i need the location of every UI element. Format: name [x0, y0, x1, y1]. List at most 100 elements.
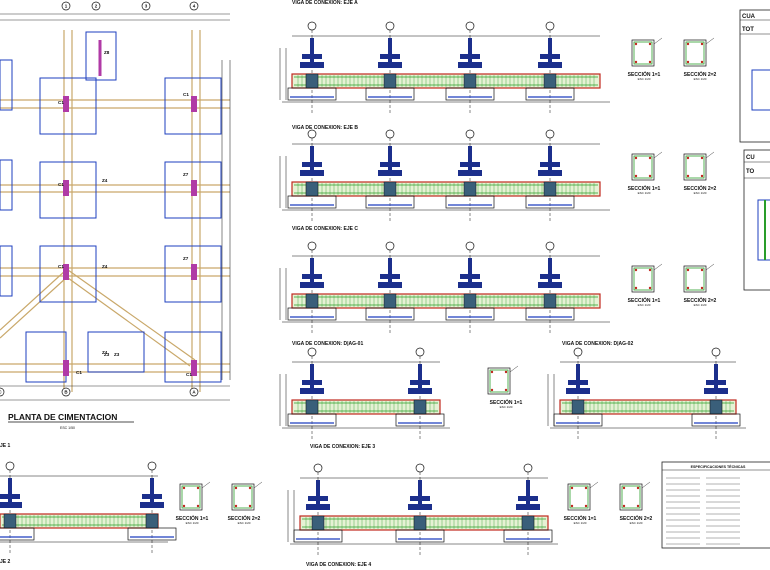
axis-bubble [573, 347, 583, 357]
column-rebar [548, 38, 552, 68]
column-rebar [714, 364, 718, 394]
column-base [704, 388, 728, 394]
column-rebar [468, 258, 472, 288]
column-base [566, 388, 590, 394]
column-rebar [418, 364, 422, 394]
axis-bubble-label: 3 [145, 4, 148, 9]
footing-label: C1 [186, 372, 192, 377]
footing-outline [25, 331, 67, 383]
beam-sections [179, 37, 715, 511]
column-base [516, 504, 540, 510]
section-scale: ESC 1/20 [638, 303, 651, 307]
beam-elevation [547, 347, 746, 440]
footing-label: Z3 [114, 352, 120, 357]
footing-elevation [691, 413, 741, 427]
beam-section [683, 263, 715, 293]
column-rebar [388, 258, 392, 288]
footing-label: Z4 [102, 264, 108, 269]
footing-label: Z7 [183, 256, 189, 261]
footing-elevation [365, 307, 415, 321]
axis-bubble [189, 1, 199, 11]
table2-sub: TO [746, 169, 755, 175]
footing-elevation [287, 195, 337, 209]
axis-bubble [0, 387, 5, 397]
axis-bubble [61, 1, 71, 11]
section-label: SECCIÓN 1=1 [564, 514, 597, 522]
column-rebar [316, 480, 320, 510]
footing-elevation [525, 307, 575, 321]
footing-elevation [365, 195, 415, 209]
section-label: SECCIÓN 2=2 [684, 184, 717, 192]
footing-label: Z8 [104, 50, 110, 55]
table1-sub: TOT [742, 27, 754, 33]
beam-title-eje-2-partial: JE 2 [0, 559, 11, 565]
footing-label: C1 [58, 182, 64, 187]
axis-bubble [385, 241, 395, 251]
axis-bubble [523, 463, 533, 473]
plan-scale: ESC 1/50 [60, 426, 75, 430]
footing-elevation [525, 195, 575, 209]
footing-elevation [287, 307, 337, 321]
beam-section [619, 481, 651, 511]
beam-elevation [0, 461, 177, 554]
footing-elevation [525, 87, 575, 101]
footing-outline [164, 245, 222, 303]
section-label: SECCIÓN 1=1 [490, 398, 523, 406]
section-scale: ESC 1/20 [574, 521, 587, 525]
footing-label: Z4 [102, 350, 108, 355]
column-base [300, 282, 324, 288]
axis-bubble-label: B [64, 390, 68, 395]
column-rebar [418, 480, 422, 510]
column-base [140, 502, 164, 508]
beam-elevation [279, 21, 610, 114]
axis-bubble-label: 4 [193, 4, 196, 9]
footing-label: C1 [183, 92, 189, 97]
footing-label: C1 [58, 264, 64, 269]
axis-bubble [5, 461, 15, 471]
column-base [306, 504, 330, 510]
table2-header: CU [746, 155, 755, 161]
column-base [300, 388, 324, 394]
column-rebar [150, 478, 154, 508]
footing-elevation [287, 413, 337, 427]
section-label: SECCIÓN 2=2 [228, 514, 261, 522]
footing-label: C1 [76, 370, 82, 375]
beam-section [683, 37, 715, 67]
axis-bubble-label: A [192, 390, 196, 395]
axis-bubble [711, 347, 721, 357]
footing-outline [164, 77, 222, 135]
column-rebar [468, 146, 472, 176]
column-rebar [548, 146, 552, 176]
plan-title: PLANTA DE CIMENTACION [8, 412, 117, 422]
column-base [538, 170, 562, 176]
axis-bubble [147, 461, 157, 471]
axis-bubble-label: C [0, 390, 2, 395]
column [191, 360, 197, 376]
column-base [538, 62, 562, 68]
column-base [378, 170, 402, 176]
axis-bubble-label: 2 [95, 4, 98, 9]
beam-title-eje-3: VIGA DE CONEXION: EJE 3 [310, 444, 375, 450]
axis-bubble [465, 241, 475, 251]
beam-title-diag-02: VIGA DE CONEXION: D|AG-02 [562, 341, 633, 347]
column-rebar [548, 258, 552, 288]
beam-section [179, 481, 211, 511]
axis-bubble [307, 241, 317, 251]
beam-elevation [287, 463, 558, 556]
beam-body [0, 513, 159, 529]
section-scale: ESC 1/20 [238, 521, 251, 525]
footing-elevation [445, 87, 495, 101]
beam-section [631, 151, 663, 181]
specifications-box: ESPECIFICACIONES TÉCNICAS [661, 461, 770, 549]
footing-label: Z4 [102, 178, 108, 183]
axis-bubble [545, 241, 555, 251]
column-rebar [468, 38, 472, 68]
column-rebar [576, 364, 580, 394]
column [191, 264, 197, 280]
beam-section [631, 263, 663, 293]
footing-outline [87, 331, 145, 373]
column-rebar [388, 146, 392, 176]
footing-elevation [293, 529, 343, 543]
beam-title-eje-1-partial: JE 1 [0, 443, 11, 449]
